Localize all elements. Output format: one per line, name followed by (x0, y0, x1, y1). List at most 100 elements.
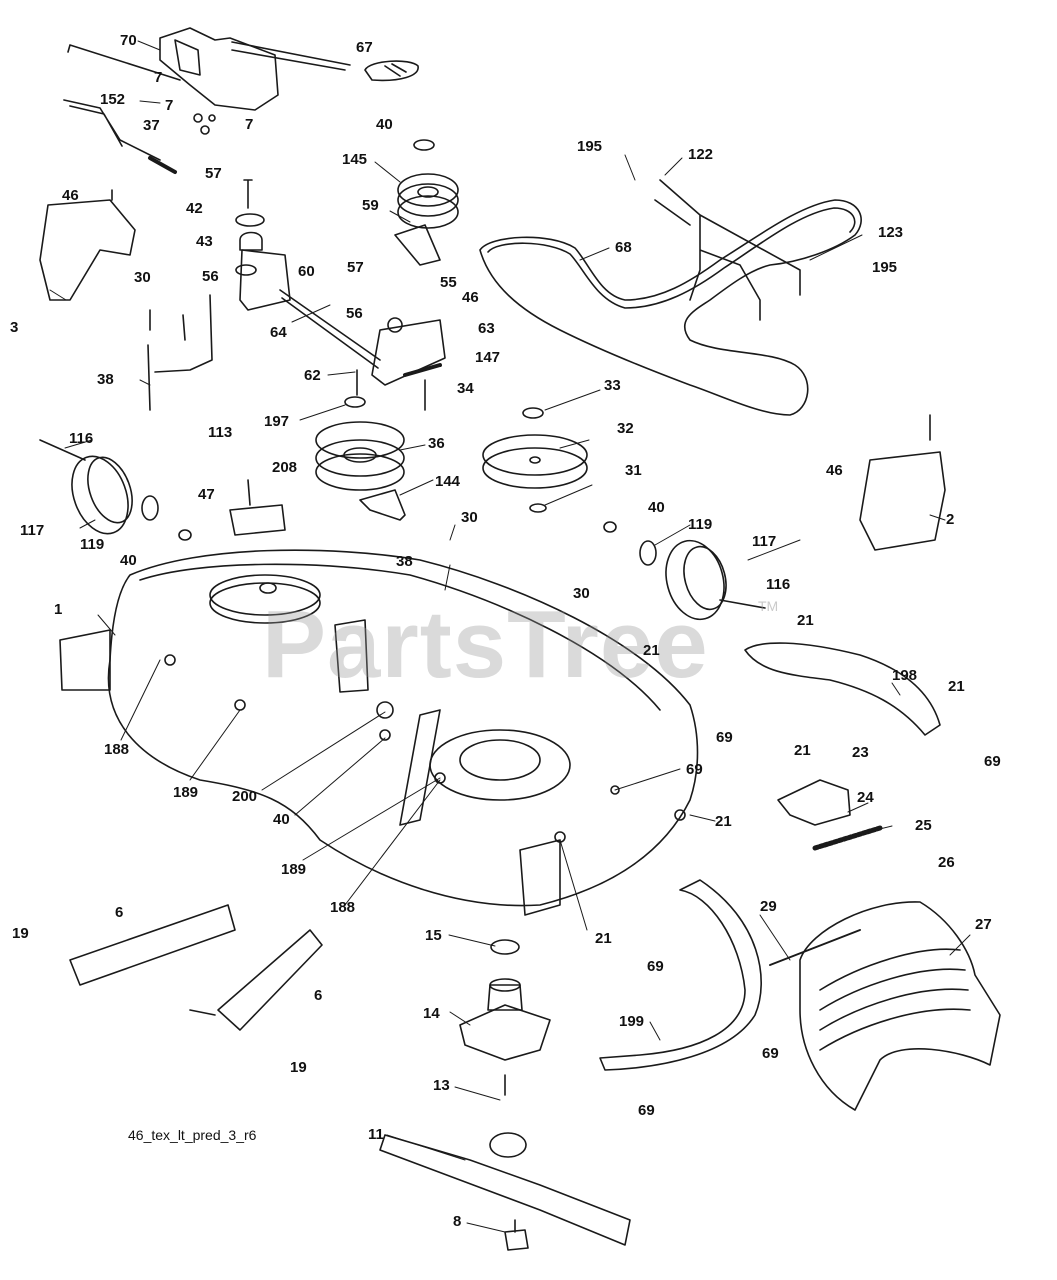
callout-119: 119 (80, 536, 105, 553)
callout-195: 195 (872, 259, 898, 276)
callout-56: 56 (202, 268, 219, 285)
callout-152: 152 (100, 91, 126, 108)
callout-199: 199 (619, 1013, 645, 1030)
callout-56: 56 (346, 305, 363, 322)
callout-42: 42 (186, 200, 203, 217)
callout-26: 26 (938, 854, 955, 871)
callout-23: 23 (852, 744, 869, 761)
callout-25: 25 (915, 817, 932, 834)
callout-27: 27 (975, 916, 992, 933)
callout-21: 21 (643, 642, 660, 659)
part-199-drawing (599, 879, 762, 1071)
linkage-drawing (235, 179, 381, 369)
callout-7: 7 (245, 116, 254, 133)
callout-33: 33 (604, 377, 621, 394)
callout-34: 34 (457, 380, 474, 397)
callout-69: 69 (647, 958, 664, 975)
belt-68-drawing (479, 199, 862, 416)
callout-198: 198 (892, 667, 918, 684)
idler-pulley-145-drawing (394, 139, 459, 266)
callout-67: 67 (356, 39, 373, 56)
callout-40: 40 (273, 811, 290, 828)
callout-117: 117 (752, 533, 777, 550)
part-144-drawing (359, 489, 406, 521)
callout-64: 64 (270, 324, 287, 341)
callout-68: 68 (615, 239, 632, 256)
callout-38: 38 (97, 371, 114, 388)
callout-36: 36 (428, 435, 445, 452)
callout-123: 123 (878, 224, 904, 241)
part-8-drawing (504, 1219, 529, 1251)
part-198-drawing (744, 642, 941, 736)
callout-116: 116 (69, 430, 94, 447)
mower-deck-drawing (59, 549, 699, 916)
callout-46: 46 (462, 289, 479, 306)
callout-7: 7 (154, 69, 163, 86)
callout-69: 69 (638, 1102, 655, 1119)
idler-arm-drawing (344, 317, 446, 411)
callout-19: 19 (12, 925, 29, 942)
callout-38: 38 (396, 553, 413, 570)
callout-40: 40 (120, 552, 137, 569)
callout-13: 13 (433, 1077, 450, 1094)
callout-43: 43 (196, 233, 213, 250)
callout-15: 15 (425, 927, 442, 944)
callout-188: 188 (330, 899, 356, 916)
callout-46: 46 (62, 187, 79, 204)
callout-8: 8 (453, 1213, 462, 1230)
blade-11-drawing (379, 1134, 631, 1246)
callout-70: 70 (120, 32, 137, 49)
callout-6: 6 (314, 987, 323, 1004)
callout-21: 21 (948, 678, 965, 695)
part-6-upper-drawing (69, 904, 236, 986)
lift-assembly-drawing (63, 27, 351, 174)
callout-57: 57 (205, 165, 222, 182)
callout-59: 59 (362, 197, 379, 214)
callout-195: 195 (577, 138, 603, 155)
callout-113: 113 (208, 424, 233, 441)
callout-145: 145 (342, 151, 368, 168)
callout-40: 40 (376, 116, 393, 133)
callout-69: 69 (716, 729, 733, 746)
callout-188: 188 (104, 741, 130, 758)
callout-119: 119 (688, 516, 713, 533)
callout-14: 14 (423, 1005, 440, 1022)
pulley-36-drawing (315, 421, 405, 491)
belt-keeper-drawing (654, 179, 801, 321)
callout-116: 116 (766, 576, 791, 593)
callout-117: 117 (20, 522, 45, 539)
callout-47: 47 (198, 486, 215, 503)
callout-30: 30 (461, 509, 478, 526)
callout-60: 60 (298, 263, 315, 280)
callout-29: 29 (760, 898, 777, 915)
trademark-symbol: TM (758, 598, 779, 614)
callout-30: 30 (134, 269, 151, 286)
callout-2: 2 (946, 511, 955, 528)
callout-57: 57 (347, 259, 364, 276)
callout-1: 1 (54, 601, 63, 618)
wheel-right-drawing (603, 521, 766, 621)
callout-200: 200 (232, 788, 258, 805)
callout-46: 46 (826, 462, 843, 479)
part-2-drawing (859, 414, 946, 551)
callout-7: 7 (165, 97, 174, 114)
callout-11: 11 (368, 1126, 384, 1143)
spindle-drawing (459, 939, 551, 1158)
callout-31: 31 (625, 462, 642, 479)
callout-37: 37 (143, 117, 160, 134)
callout-63: 63 (478, 320, 495, 337)
discharge-chute-drawing (769, 901, 1001, 1111)
callout-21: 21 (715, 813, 732, 830)
callout-3: 3 (10, 319, 19, 336)
callout-21: 21 (595, 930, 612, 947)
watermark: PartsTree (262, 591, 709, 698)
pulley-32-drawing (482, 407, 588, 513)
callout-189: 189 (173, 784, 199, 801)
callout-69: 69 (762, 1045, 779, 1062)
callout-19: 19 (290, 1059, 307, 1076)
callout-55: 55 (440, 274, 457, 291)
callout-208: 208 (272, 459, 298, 476)
callout-6: 6 (115, 904, 124, 921)
part-38-drawing (147, 294, 213, 411)
